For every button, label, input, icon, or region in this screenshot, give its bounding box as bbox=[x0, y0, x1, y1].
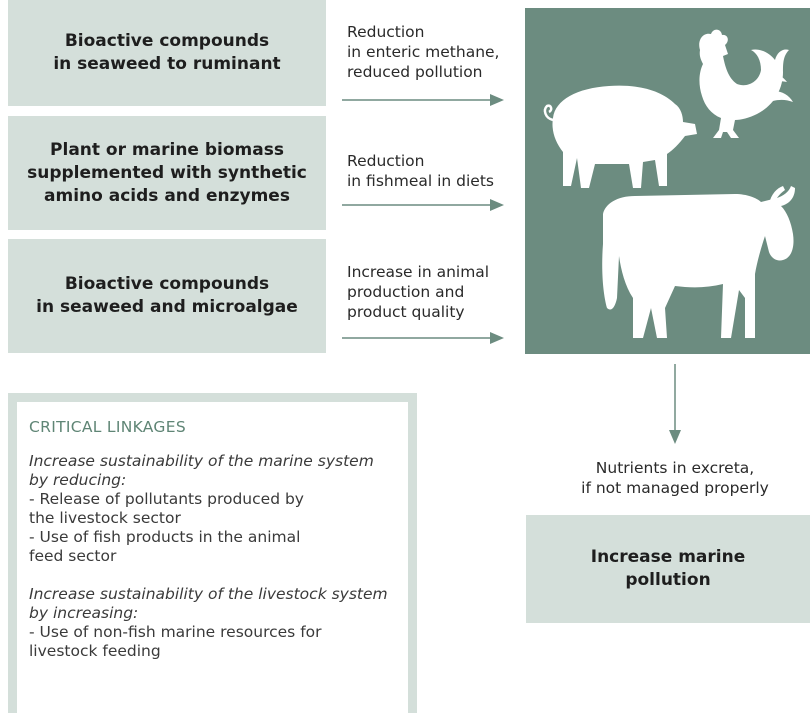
input-box-seaweed-microalgae: Bioactive compounds in seaweed and micro… bbox=[8, 239, 326, 353]
input-box-plant-marine-biomass: Plant or marine biomass supplemented wit… bbox=[8, 116, 326, 230]
arrow-right-2 bbox=[342, 199, 504, 211]
rooster-icon bbox=[699, 29, 793, 138]
critical-group1-item-2: - Use of fish products in the animal fee… bbox=[29, 528, 301, 565]
cow-icon bbox=[602, 186, 795, 338]
arrow-down bbox=[669, 364, 681, 444]
pig-icon bbox=[543, 85, 697, 188]
critical-linkages-panel bbox=[8, 393, 417, 713]
critical-group1-heading: Increase sustainability of the marine sy… bbox=[29, 452, 374, 489]
critical-group2-item-1: - Use of non-fish marine resources for l… bbox=[29, 623, 322, 660]
effect-label-fishmeal: Reduction in fishmeal in diets bbox=[347, 152, 494, 190]
critical-group2-heading: Increase sustainability of the livestock… bbox=[29, 585, 388, 622]
outcome-label: Nutrients in excreta, if not managed pro… bbox=[581, 459, 769, 497]
critical-group1-item-1: - Release of pollutants produced by the … bbox=[29, 490, 304, 527]
critical-linkages-title: CRITICAL LINKAGES bbox=[29, 418, 186, 436]
livestock-panel bbox=[525, 8, 810, 354]
effect-label-production: Increase in animal production and produc… bbox=[347, 263, 490, 321]
arrow-right-1 bbox=[342, 94, 504, 106]
arrow-right-3 bbox=[342, 332, 504, 344]
input-box-seaweed-ruminant: Bioactive compounds in seaweed to rumina… bbox=[8, 0, 326, 106]
effect-label-methane: Reduction in enteric methane, reduced po… bbox=[347, 23, 500, 81]
outcome-box-marine-pollution: Increase marine pollution bbox=[526, 515, 810, 623]
